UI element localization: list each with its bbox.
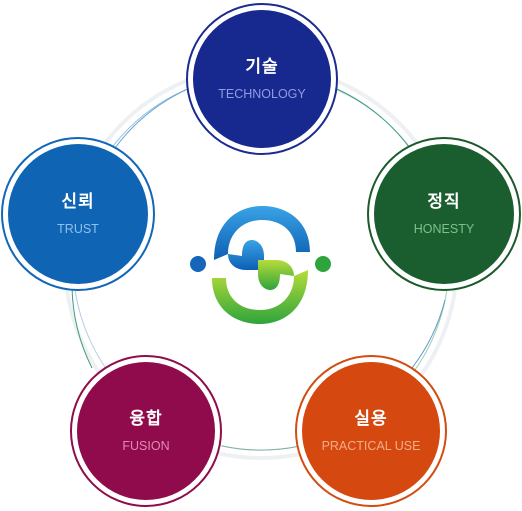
center-logo-icon [190,206,331,324]
value-node-honesty: 정직 HONESTY [367,137,521,291]
logo-green-hook [258,260,294,290]
fusion-label-ko: 융합 [129,409,163,429]
fusion-label-en: FUSION [122,439,170,453]
value-node-fusion: 융합 FUSION [70,355,222,507]
orbit-arc-bottom [221,445,301,451]
orbit-arc-left [71,285,93,369]
trust-label-en: TRUST [57,222,99,236]
logo-blue-arc [214,206,310,260]
trust-disc: 신뢰 TRUST [8,144,148,284]
logo-green-dot [315,256,331,272]
practical-label-ko: 실용 [354,409,388,429]
fusion-disc: 융합 FUSION [77,362,215,500]
logo-green-arc [212,270,308,324]
logo-blue-dot [190,256,206,272]
technology-label-ko: 기술 [245,57,279,77]
trust-label-ko: 신뢰 [61,192,95,212]
value-node-trust: 신뢰 TRUST [1,137,155,291]
honesty-label-en: HONESTY [413,222,475,236]
orbit-arc-top-left [114,87,191,149]
orbit-arc-right [411,299,446,369]
honesty-label-ko: 정직 [427,192,461,212]
value-node-technology: 기술 TECHNOLOGY [186,3,338,155]
value-node-practical-use: 실용 PRACTICAL USE [295,355,447,507]
practical-label-en: PRACTICAL USE [321,439,421,453]
logo-blue-hook [228,240,264,270]
practical-disc: 실용 PRACTICAL USE [302,362,440,500]
honesty-disc: 정직 HONESTY [374,144,514,284]
technology-disc: 기술 TECHNOLOGY [193,10,331,148]
technology-label-en: TECHNOLOGY [218,87,306,101]
